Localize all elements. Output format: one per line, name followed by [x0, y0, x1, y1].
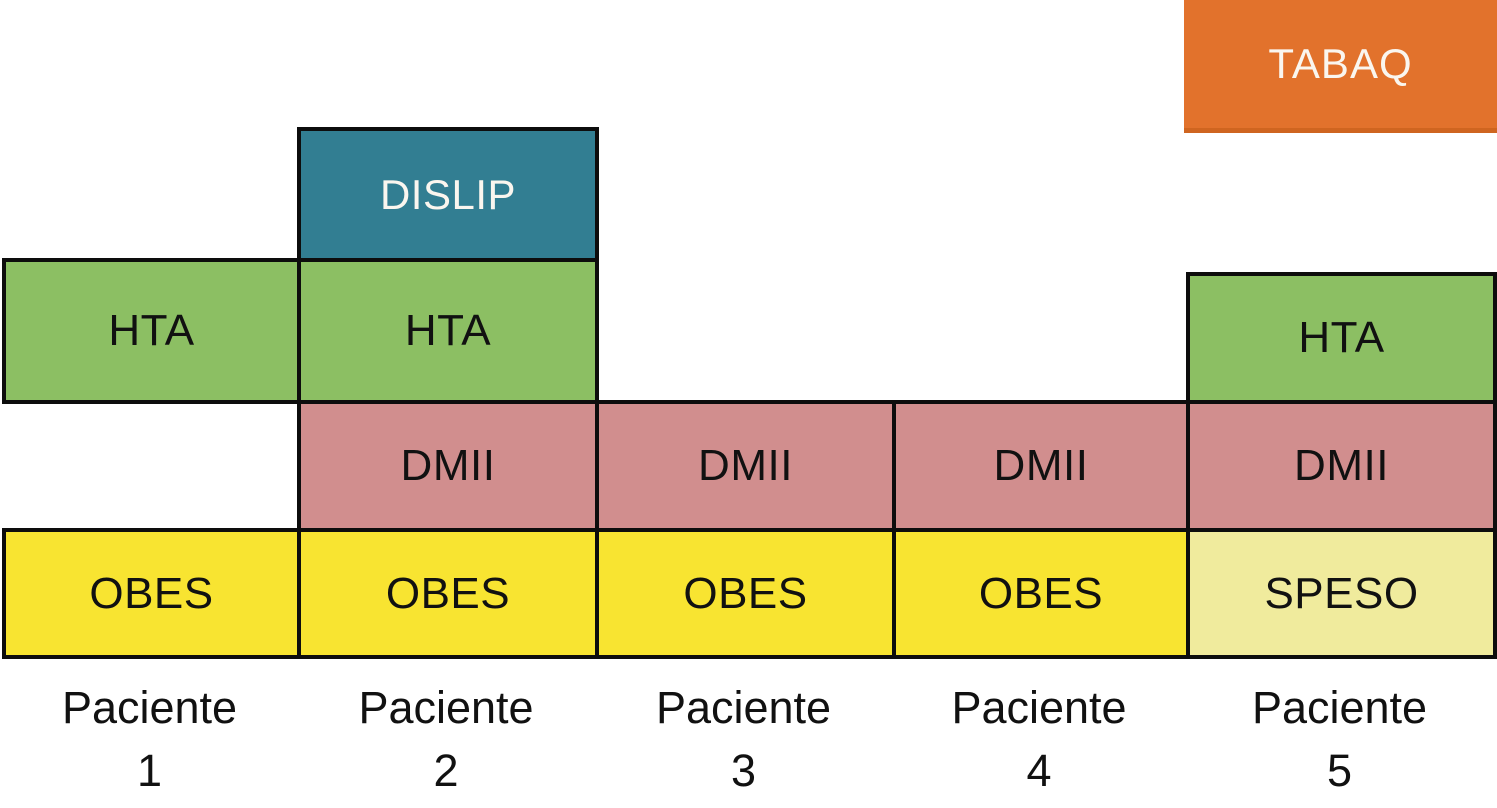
cell-paciente5-hta: HTA [1186, 272, 1497, 404]
cell-paciente4-dmii: DMII [892, 400, 1190, 532]
axis-label-paciente-3: Paciente 3 [655, 682, 832, 796]
axis-label-paciente-2: Paciente 2 [358, 682, 534, 796]
axis-label-paciente-4: Paciente 4 [951, 682, 1127, 796]
axis-label-paciente-5: Paciente 5 [1251, 682, 1428, 796]
cell-paciente5-dmii: DMII [1186, 400, 1497, 532]
cell-paciente4-obes: OBES [892, 528, 1190, 659]
cell-paciente5-speso: SPESO [1186, 528, 1497, 659]
cell-paciente1-hta: HTA [2, 258, 301, 404]
axis-label-paciente-1: Paciente 1 [61, 682, 238, 796]
cell-paciente1-obes: OBES [2, 528, 301, 659]
cell-paciente3-dmii: DMII [595, 400, 896, 532]
cell-paciente2-hta: HTA [297, 258, 599, 404]
cell-paciente2-dislip: DISLIP [297, 127, 599, 262]
cell-paciente2-obes: OBES [297, 528, 599, 659]
cell-paciente2-dmii: DMII [297, 400, 599, 532]
cell-paciente3-obes: OBES [595, 528, 896, 659]
legend-tabaq: TABAQ [1184, 0, 1497, 133]
